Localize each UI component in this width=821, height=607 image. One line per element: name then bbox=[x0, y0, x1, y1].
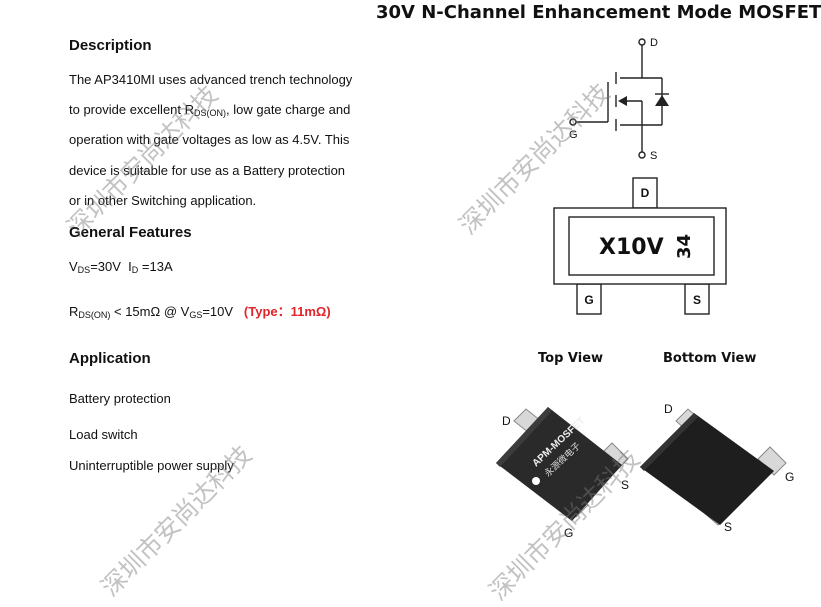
bottom-view-pin-s: S bbox=[724, 520, 732, 534]
application-item: Uninterruptible power supply bbox=[69, 458, 234, 473]
page-title: 30V N-Channel Enhancement Mode MOSFET bbox=[376, 2, 821, 23]
top-view-pin-g: G bbox=[564, 526, 573, 540]
application-item: Load switch bbox=[69, 427, 138, 442]
package-code: 34 bbox=[674, 234, 695, 259]
bottom-view-pin-d: D bbox=[664, 402, 673, 416]
package-pin-top: D bbox=[641, 186, 650, 200]
mosfet-symbol: D G S bbox=[569, 37, 669, 162]
drain-label: D bbox=[650, 37, 658, 49]
package-marking: X10V bbox=[599, 235, 664, 260]
top-view-label: Top View bbox=[538, 351, 604, 366]
description-line-1: The AP3410MI uses advanced trench techno… bbox=[69, 72, 353, 87]
package-pin-left: G bbox=[584, 293, 593, 307]
features-vds-id: VDS=30V ID =13A bbox=[69, 259, 173, 275]
source-label: S bbox=[650, 150, 657, 162]
description-line-5: or in other Switching application. bbox=[69, 193, 257, 208]
features-rdson: RDS(ON) < 15mΩ @ VGS=10V (Type：11mΩ) bbox=[69, 304, 331, 320]
application-heading: Application bbox=[69, 350, 151, 367]
description-line-2: to provide excellent RDS(ON), low gate c… bbox=[69, 102, 351, 118]
top-view-chip: APM-MOSFET 永源微电子 D S G bbox=[496, 407, 629, 540]
bottom-view-chip: D G S bbox=[640, 402, 794, 534]
bottom-view-label: Bottom View bbox=[663, 351, 757, 366]
features-heading: General Features bbox=[69, 224, 192, 241]
typical-rdson: (Type：11mΩ) bbox=[243, 304, 331, 319]
application-item: Battery protection bbox=[69, 391, 171, 406]
package-marking-diagram: D G S X10V 34 bbox=[553, 177, 727, 315]
bottom-view-pin-g: G bbox=[785, 470, 794, 484]
description-line-4: device is suitable for use as a Battery … bbox=[69, 163, 346, 178]
description-heading: Description bbox=[69, 37, 152, 54]
description-line-3: operation with gate voltages as low as 4… bbox=[69, 132, 350, 147]
top-view-pin-s: S bbox=[621, 478, 629, 492]
top-view-pin-d: D bbox=[502, 414, 511, 428]
gate-label: G bbox=[569, 129, 578, 141]
package-pin-right: S bbox=[693, 293, 701, 307]
